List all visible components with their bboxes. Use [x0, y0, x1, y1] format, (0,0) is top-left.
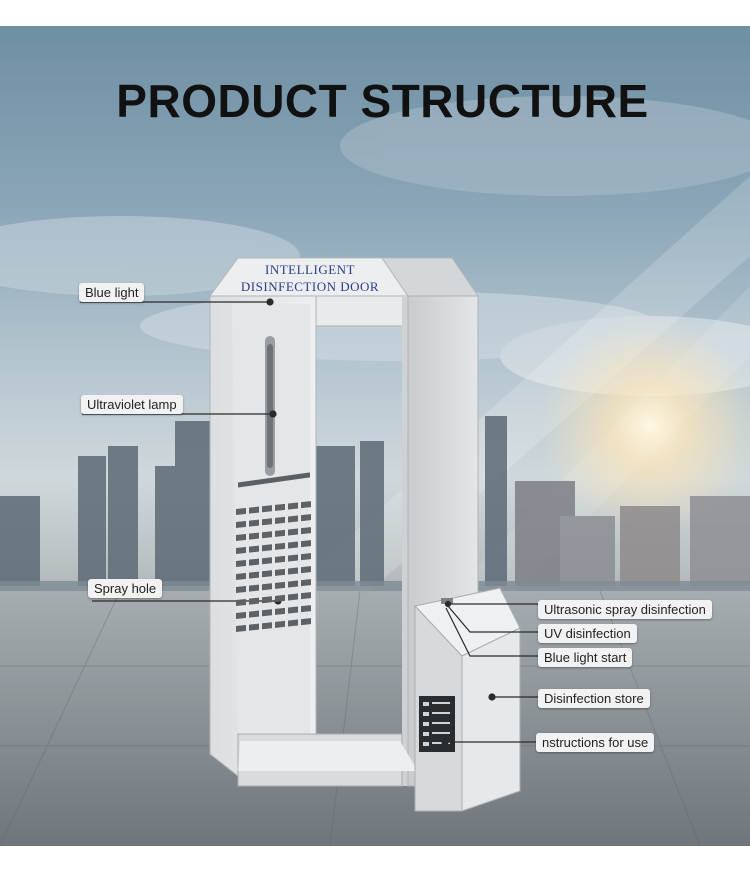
console-buttons	[441, 598, 453, 604]
city-skyline	[0, 416, 750, 586]
callout-blue-light-start: Blue light start	[538, 648, 633, 667]
callout-ultraviolet-lamp: Ultraviolet lamp	[81, 395, 183, 414]
callout-ultrasonic-spray: Ultrasonic spray disinfection	[538, 600, 712, 619]
page-title: PRODUCT STRUCTURE	[116, 75, 649, 127]
callout-spray-hole: Spray hole	[88, 579, 163, 598]
callout-disinfection-store: Disinfection store	[538, 689, 650, 708]
floor-plate	[238, 741, 418, 771]
ground	[0, 591, 750, 846]
spray-hole-grille-slots	[236, 501, 312, 655]
callout-instructions: nstructions for use	[536, 733, 655, 752]
door-header-line1: INTELLIGENT	[265, 262, 355, 277]
spray-hole-grille	[238, 472, 310, 488]
door-header-line2: DISINFECTION DOOR	[240, 279, 380, 294]
callout-uv-disinfection: UV disinfection	[538, 624, 637, 643]
sun-glow	[540, 316, 750, 536]
callout-blue-light: Blue light	[79, 283, 145, 302]
product-illustration	[0, 96, 750, 846]
console-front	[461, 627, 521, 812]
